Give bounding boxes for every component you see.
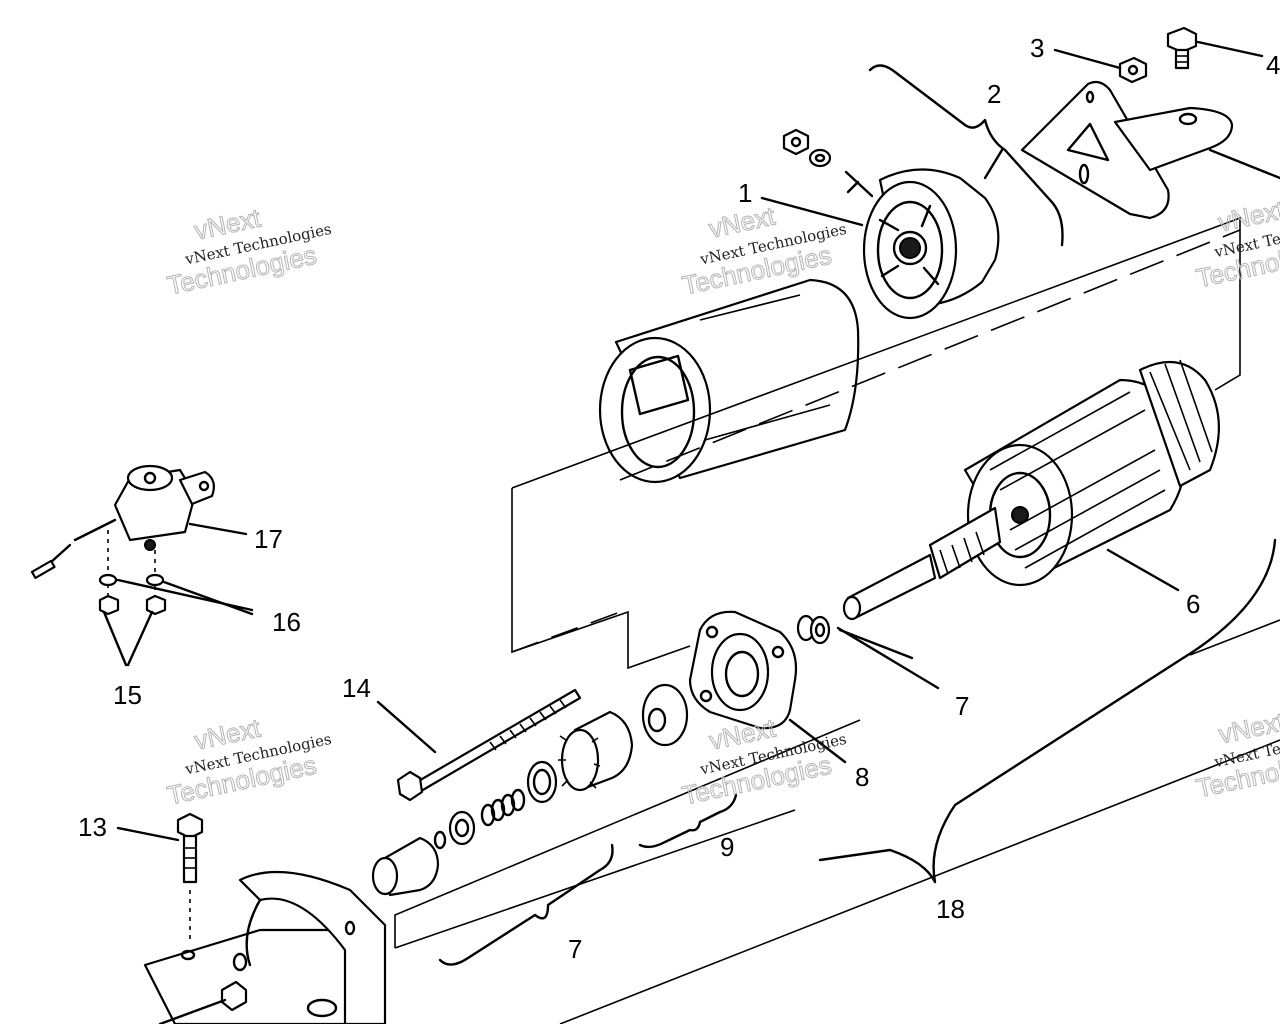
nuts-and-washers-parts-15-16 (98, 530, 167, 616)
washers-part-7-upper (796, 614, 831, 645)
watermark-4: vNext Technologies vNext Technologies (679, 712, 848, 811)
callout-16: 16 (272, 607, 301, 637)
watermark-1: vNext Technologies vNext Technologies (164, 202, 333, 301)
callout-15: 15 (113, 680, 142, 710)
washer-and-nut-part-2 (782, 128, 832, 168)
frame-housing (598, 278, 860, 484)
end-cap-part-1 (844, 148, 1004, 320)
screw-part-13 (176, 812, 204, 940)
mounting-bracket-bottom (143, 870, 387, 1024)
callout-7-lower: 7 (568, 934, 582, 964)
callout-7-upper: 7 (955, 691, 969, 721)
watermark-6: vNext Technologies vNext Technologies (1193, 706, 1280, 804)
nut-part-3 (1118, 56, 1148, 84)
drive-components (371, 683, 689, 897)
watermark-5: vNext Technologies vNext Technologies (1193, 194, 1280, 294)
watermark-3: vNext Technologies vNext Technologies (164, 712, 333, 811)
callout-14: 14 (342, 673, 371, 703)
callout-18: 18 (936, 894, 965, 924)
screw-part-4 (1166, 26, 1198, 70)
callout-6: 6 (1186, 589, 1200, 619)
solenoid-part-17 (30, 464, 215, 580)
callout-17: 17 (254, 524, 283, 554)
callout-1: 1 (738, 178, 752, 208)
callout-labels: 1 2 3 4 6 7 7 8 9 13 14 15 16 17 18 (78, 33, 1280, 964)
callout-8: 8 (855, 762, 869, 792)
callout-9: 9 (720, 832, 734, 862)
callout-13: 13 (78, 812, 107, 842)
drive-end-plate-part-8 (688, 610, 798, 730)
mounting-bracket-top (1020, 80, 1280, 220)
through-bolt-part-14 (396, 688, 582, 802)
callout-3: 3 (1030, 33, 1044, 63)
assembly-outline (394, 216, 1280, 1024)
callout-2: 2 (987, 79, 1001, 109)
armature-part-6 (842, 359, 1220, 621)
callout-4: 4 (1266, 50, 1280, 80)
group-brackets (438, 64, 1277, 966)
leader-lines (102, 40, 1264, 842)
